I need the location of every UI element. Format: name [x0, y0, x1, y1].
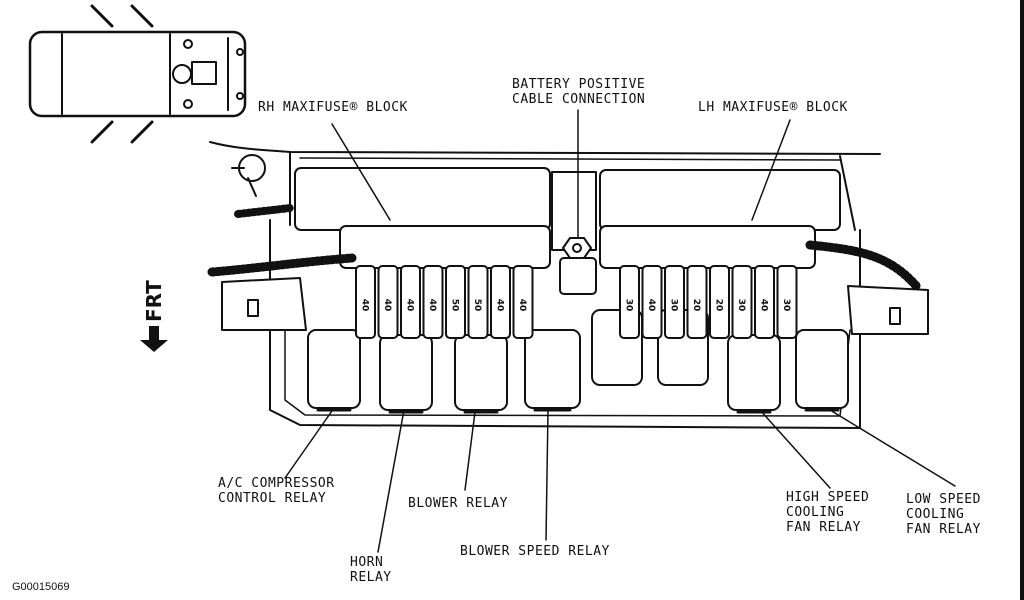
rh-maxifuse-3: 40: [400, 265, 421, 339]
rh-maxifuse-4: 40: [422, 265, 444, 339]
lh-maxifuse-7: 40: [754, 265, 775, 339]
rh-maxifuse-1: 40: [355, 265, 376, 339]
rh-maxifuse-rating: 40: [495, 299, 505, 312]
lh-fuse-group: 30 40 30 20 20 30 40 30: [619, 265, 798, 339]
horn-relay-label: HORN RELAY: [350, 555, 392, 585]
lh-maxifuse-rating: 30: [624, 299, 634, 312]
front-direction-arrow-icon: [140, 326, 168, 352]
rh-maxifuse-rating: 50: [472, 299, 482, 312]
rh-maxifuse-body: [377, 265, 399, 339]
rh-maxifuse-body: [445, 265, 466, 339]
low-speed-fan-relay-label: LOW SPEED COOLING FAN RELAY: [906, 492, 981, 537]
rh-maxifuse-rating: 40: [382, 299, 392, 312]
rh-fuse-group: 40 40 40 40 50 50 40 40: [355, 265, 534, 339]
lh-maxifuse-block-label: LH MAXIFUSE® BLOCK: [698, 100, 848, 115]
lh-maxifuse-rating: 30: [736, 299, 746, 312]
rh-maxifuse-body: [422, 265, 444, 339]
rh-maxifuse-rating: 40: [427, 299, 437, 312]
rh-maxifuse-2: 40: [377, 265, 399, 339]
blower-relay-label: BLOWER RELAY: [408, 496, 508, 511]
figure-code: G00015069: [12, 581, 70, 593]
lh-maxifuse-1: 30: [619, 265, 640, 339]
frame-border: [1020, 0, 1024, 600]
high-speed-fan-relay-label: HIGH SPEED COOLING FAN RELAY: [786, 490, 870, 535]
blower-speed-relay-label: BLOWER SPEED RELAY: [460, 544, 610, 559]
lh-maxifuse-rating: 20: [714, 299, 724, 312]
rh-maxifuse-rating: 50: [450, 299, 460, 312]
lh-maxifuse-body: [686, 265, 708, 339]
lh-maxifuse-body: [664, 265, 685, 339]
lh-maxifuse-body: [731, 265, 753, 339]
lh-maxifuse-2: 40: [641, 265, 663, 339]
rh-maxifuse-block-label: RH MAXIFUSE® BLOCK: [258, 100, 408, 115]
rh-maxifuse-body: [512, 265, 534, 339]
lh-maxifuse-body: [709, 265, 730, 339]
rh-maxifuse-6: 50: [467, 265, 489, 339]
lh-maxifuse-6: 30: [731, 265, 753, 339]
vehicle-locator-icon: [28, 4, 247, 144]
lh-maxifuse-rating: 40: [646, 299, 656, 312]
rh-maxifuse-rating: 40: [360, 299, 370, 312]
rh-maxifuse-7: 40: [490, 265, 511, 339]
rh-maxifuse-body: [490, 265, 511, 339]
lh-maxifuse-body: [641, 265, 663, 339]
lh-maxifuse-body: [776, 265, 798, 339]
rh-maxifuse-8: 40: [512, 265, 534, 339]
rh-maxifuse-body: [400, 265, 421, 339]
rh-maxifuse-5: 50: [445, 265, 466, 339]
lh-maxifuse-8: 30: [776, 265, 798, 339]
lh-maxifuse-5: 20: [709, 265, 730, 339]
lh-maxifuse-rating: 30: [669, 299, 679, 312]
battery-cable-bolt-icon: [559, 237, 597, 295]
front-label: FRT: [142, 280, 166, 322]
lh-maxifuse-body: [754, 265, 775, 339]
lh-maxifuse-body: [619, 265, 640, 339]
battery-cable-label: BATTERY POSITIVE CABLE CONNECTION: [512, 77, 646, 107]
lh-maxifuse-rating: 30: [781, 299, 791, 312]
rh-maxifuse-body: [467, 265, 489, 339]
ac-compressor-relay-label: A/C COMPRESSOR CONTROL RELAY: [218, 476, 335, 506]
sensor-icon: [231, 154, 266, 197]
lh-maxifuse-4: 20: [686, 265, 708, 339]
rh-maxifuse-rating: 40: [517, 299, 527, 312]
lh-maxifuse-3: 30: [664, 265, 685, 339]
rh-maxifuse-rating: 40: [405, 299, 415, 312]
lh-maxifuse-rating: 20: [691, 299, 701, 312]
lh-maxifuse-rating: 40: [759, 299, 769, 312]
rh-maxifuse-body: [355, 265, 376, 339]
